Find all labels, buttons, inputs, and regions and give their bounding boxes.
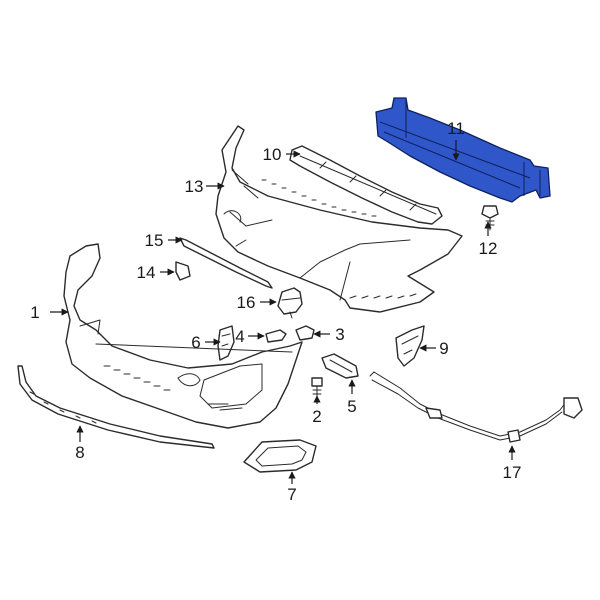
bolt-part-12 <box>481 205 499 231</box>
callout-10: 10 <box>263 145 282 164</box>
callout-6: 6 <box>191 333 200 352</box>
screw-part-2 <box>311 377 323 399</box>
wiring-harness-part-17 <box>369 371 583 443</box>
impact-bar-part <box>375 97 551 203</box>
leader-lines <box>50 140 516 484</box>
bracket-part-16 <box>277 287 303 319</box>
bracket-part-5 <box>321 353 359 379</box>
callout-12: 12 <box>479 239 498 258</box>
clip-part-14 <box>175 261 191 281</box>
bracket-part-9 <box>395 325 425 367</box>
callout-4: 4 <box>235 327 244 346</box>
callout-3: 3 <box>335 325 344 344</box>
callout-16: 16 <box>237 293 256 312</box>
callout-9: 9 <box>439 339 448 358</box>
clip-part-4 <box>265 329 287 343</box>
bracket-part-6 <box>217 325 235 361</box>
callout-15: 15 <box>145 231 164 250</box>
lower-bumper-cover-part <box>63 243 303 429</box>
callout-1: 1 <box>30 303 39 322</box>
callout-8: 8 <box>75 443 84 462</box>
callout-13: 13 <box>185 177 204 196</box>
callout-2: 2 <box>312 407 321 426</box>
upper-bumper-cover-part <box>215 125 463 313</box>
lower-molding-part-8 <box>17 365 215 449</box>
upper-absorber-part <box>289 145 443 225</box>
callout-5: 5 <box>347 397 356 416</box>
fog-lamp-bezel-part-7 <box>243 439 317 473</box>
callout-7: 7 <box>287 485 296 504</box>
molding-strip-part-15 <box>179 237 273 289</box>
callout-14: 14 <box>137 263 156 282</box>
callout-labels: 1 2 3 4 5 6 7 8 9 10 11 12 13 14 15 16 1… <box>30 119 521 504</box>
nut-part-3 <box>295 325 315 341</box>
callout-17: 17 <box>503 463 522 482</box>
callout-11: 11 <box>447 119 465 138</box>
